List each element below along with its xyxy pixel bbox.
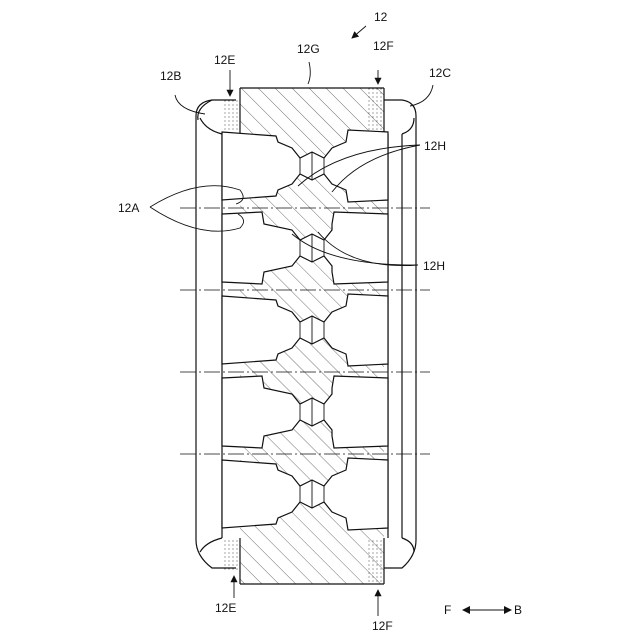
leader-12C (410, 85, 433, 106)
direction-arrow-right-head (504, 606, 512, 614)
direction-label-B: B (514, 603, 522, 617)
label-12B: 12B (160, 69, 181, 83)
label-12H-bottom: 12H (423, 259, 445, 273)
leader-12G (308, 62, 310, 84)
direction-arrow-left-head (462, 606, 470, 614)
label-12H-top: 12H (424, 139, 446, 153)
label-12F-bottom: 12F (372, 619, 393, 633)
label-12: 12 (374, 10, 388, 24)
label-12F-top: 12F (373, 39, 394, 53)
label-12G: 12G (297, 42, 320, 56)
right-rim (384, 100, 416, 568)
arrow-12 (352, 26, 366, 38)
label-12E-top: 12E (214, 53, 235, 67)
label-12C: 12C (429, 66, 451, 80)
direction-label-F: F (444, 603, 451, 617)
label-12A: 12A (118, 201, 139, 215)
label-12E-bottom: 12E (215, 601, 236, 615)
